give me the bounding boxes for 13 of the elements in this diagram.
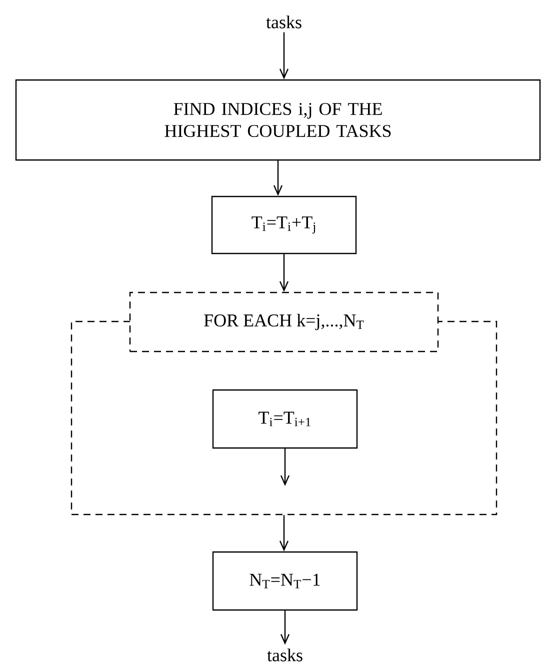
input-label: tasks xyxy=(266,16,302,28)
process-box: T$_{i}$=T$_{i}$+T$_{j}$ xyxy=(211,196,357,254)
process-box: FIND INDICES i,j OF THE HIGHEST COUPLED TASKS xyxy=(15,79,541,161)
arrow xyxy=(279,254,289,292)
process-box: N$_{T}$=N$_{T}$−1 xyxy=(212,551,358,611)
arrow xyxy=(273,160,283,196)
arrow xyxy=(280,448,290,486)
arrow xyxy=(280,610,290,645)
arrow xyxy=(279,515,289,552)
process-box: T$_{i}$=T$_{i+1}$ xyxy=(212,389,358,449)
loop-header-box: FOR EACH k=j,...,N$_{T}$ xyxy=(129,292,439,352)
output-label: tasks xyxy=(267,648,302,662)
arrow xyxy=(279,32,289,80)
